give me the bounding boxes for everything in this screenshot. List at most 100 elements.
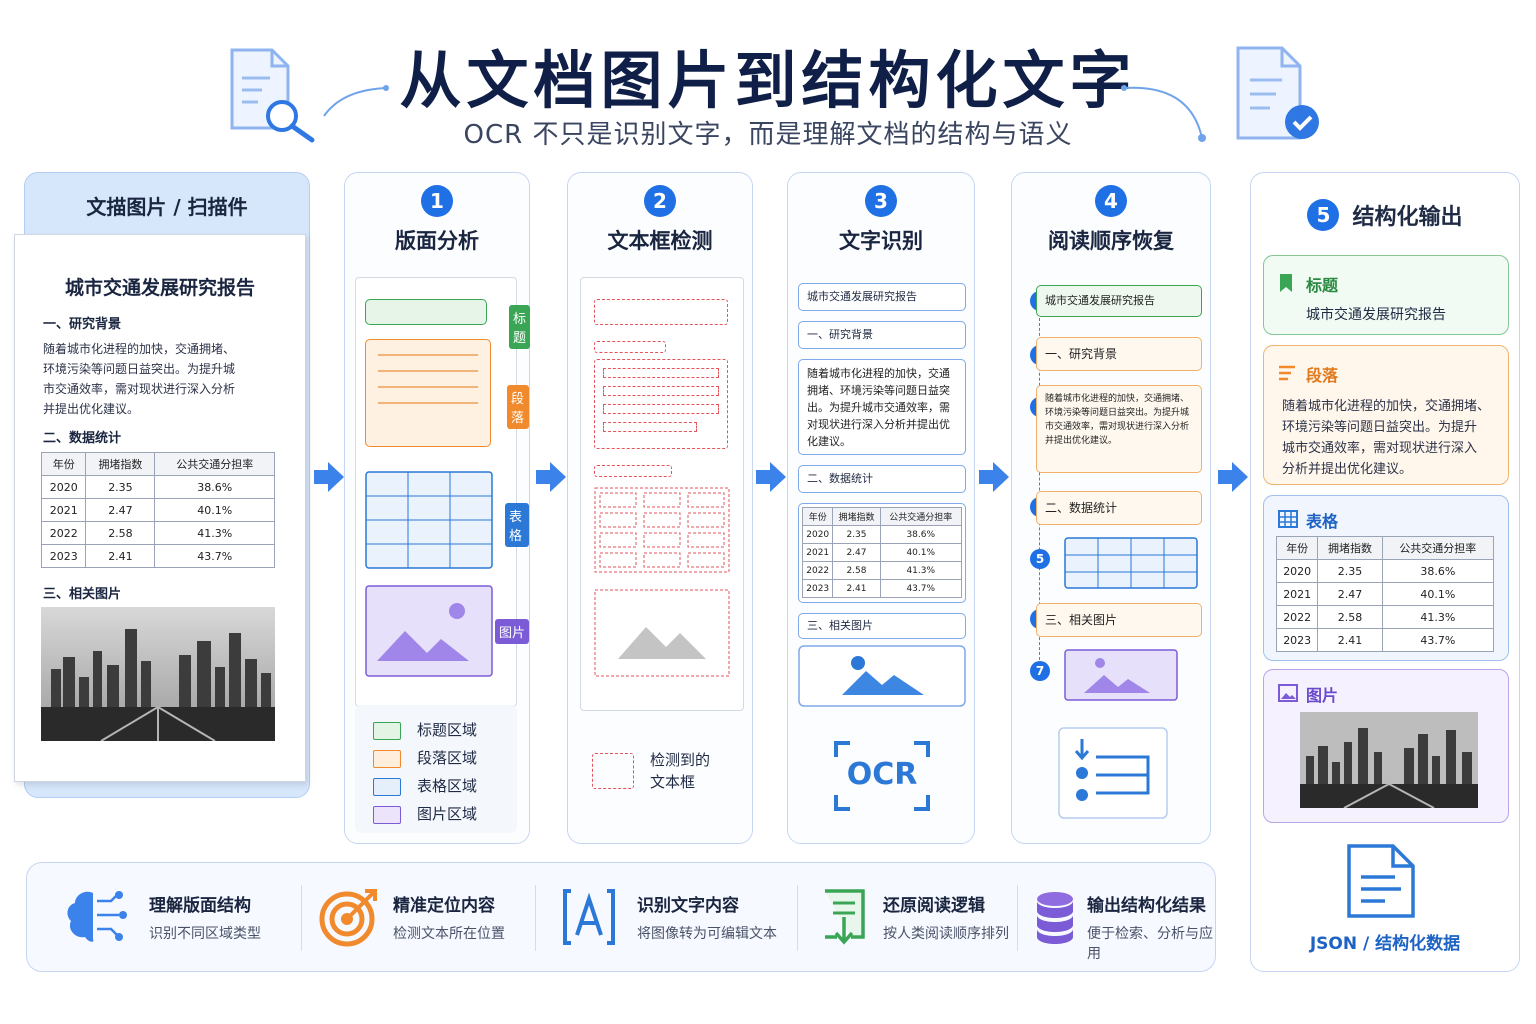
- order-item-heading-1: 一、研究背景: [1036, 337, 1202, 371]
- output-para-line: 环境污染等问题日益突出。为提升: [1282, 420, 1478, 435]
- legend-item: 表格区域: [373, 775, 477, 796]
- feature-item: 识别文字内容 将图像转为可编辑文本: [537, 863, 793, 973]
- page-subtitle: OCR 不只是识别文字，而是理解文档的结构与语义: [463, 120, 1073, 150]
- doc-title: 城市交通发展研究报告: [64, 277, 255, 299]
- json-label: JSON / 结构化数据: [1309, 934, 1461, 954]
- output-paragraph-label: 段落: [1306, 366, 1339, 385]
- doc-check-icon: [1236, 46, 1319, 140]
- table-cell: 2.41: [832, 579, 881, 598]
- order-item-table: [1064, 537, 1198, 589]
- connector-left: [323, 85, 389, 117]
- table-header: 拥堵指数: [832, 507, 881, 526]
- table-region: [365, 471, 493, 569]
- table-cell: 2022: [40, 521, 87, 545]
- legend-item: 标题区域: [373, 719, 477, 740]
- database-icon: [1037, 892, 1073, 944]
- feature-title: 识别文字内容: [637, 896, 739, 916]
- table-cell: 2023: [801, 579, 834, 598]
- table-cell: 2023: [1275, 628, 1319, 652]
- bookmark-icon: [1280, 274, 1292, 292]
- recog-title: 城市交通发展研究报告: [798, 283, 966, 311]
- table-cell: 43.7%: [154, 544, 275, 568]
- divider: [301, 885, 302, 951]
- order-item-heading-3: 三、相关图片: [1036, 603, 1202, 637]
- table-header: 公共交通分担率: [879, 507, 963, 526]
- feature-title: 精准定位内容: [393, 896, 495, 916]
- table-cell: 2.47: [832, 543, 881, 562]
- detect-page: [580, 277, 744, 711]
- table-cell: 2.58: [85, 521, 156, 545]
- output-city-photo: [1300, 712, 1478, 808]
- brain-icon: [67, 891, 127, 942]
- doc-paragraph: 随着城市化进程的加快，交通拥堵、 环境污染等问题日益突出。为提升城 市交通效率，…: [43, 339, 235, 419]
- table-header: 年份: [1275, 536, 1319, 560]
- step-title: 版面分析: [395, 229, 479, 253]
- flow-arrow: [1218, 462, 1248, 492]
- output-title-value: 城市交通发展研究报告: [1306, 307, 1446, 323]
- detected-image-box: [594, 589, 730, 677]
- ocr-label: OCR: [846, 757, 918, 792]
- source-label: 文描图片 / 扫描件: [86, 195, 248, 219]
- doc-heading-3: 三、相关图片: [43, 587, 122, 602]
- table-cell: 2.47: [1317, 582, 1383, 606]
- table-cell: 40.1%: [154, 498, 275, 522]
- table-cell: 41.3%: [879, 561, 963, 580]
- step-title: 文本框检测: [607, 229, 713, 253]
- legend-swatch: [373, 749, 401, 768]
- divider: [535, 885, 536, 951]
- legend-swatch: [373, 805, 401, 824]
- order-line: [1039, 303, 1040, 675]
- table-header: 年份: [801, 507, 834, 526]
- legend-label: 表格区域: [417, 777, 478, 795]
- output-table-label: 表格: [1306, 512, 1339, 531]
- feature-desc: 将图像转为可编辑文本: [637, 926, 777, 942]
- feature-item: 精准定位内容 检测文本所在位置: [303, 863, 535, 973]
- output-para-line: 城市交通效率，需对现状进行深入: [1282, 441, 1478, 456]
- table-cell: 40.1%: [1381, 582, 1495, 606]
- table-cell: 38.6%: [154, 475, 275, 499]
- table-header: 公共交通分担率: [1381, 536, 1495, 560]
- detect-legend: 检测到的文本框: [650, 749, 710, 793]
- download-doc-icon: [825, 889, 865, 945]
- doc-para-line: 环境污染等问题日益突出。为提升城: [43, 362, 236, 376]
- image-region: [365, 585, 493, 677]
- step-title: 结构化输出: [1352, 205, 1463, 230]
- step-number: 4: [1095, 185, 1127, 217]
- step-number: 3: [865, 185, 897, 217]
- feature-title: 理解版面结构: [149, 896, 251, 916]
- feature-desc: 便于检索、分析与应用: [1087, 926, 1213, 962]
- feature-desc: 识别不同区域类型: [149, 926, 261, 942]
- output-title-label: 标题: [1306, 276, 1339, 295]
- title-tag: 标题: [509, 305, 531, 349]
- json-doc-icon: [1347, 844, 1415, 918]
- table-cell: 2.35: [832, 525, 881, 544]
- output-image-label: 图片: [1306, 686, 1339, 705]
- doc-search-icon: [230, 48, 315, 143]
- doc-heading-2: 二、数据统计: [43, 431, 122, 446]
- table-cell: 2.58: [832, 561, 881, 580]
- recog-paragraph: 随着城市化进程的加快，交通拥堵、环境污染等问题日益突出。为提升城市交通效率，需对…: [798, 359, 966, 455]
- output-para-line: 随着城市化进程的加快，交通拥堵、: [1282, 399, 1491, 414]
- doc-para-line: 市交通效率，需对现状进行深入分析: [43, 382, 236, 396]
- table-cell: 2022: [801, 561, 834, 580]
- table-cell: 2021: [1275, 582, 1319, 606]
- order-item-heading-2: 二、数据统计: [1036, 491, 1202, 525]
- table-header: 公共交通分担率: [154, 452, 275, 476]
- feature-desc: 按人类阅读顺序排列: [883, 926, 1009, 942]
- source-document: 城市交通发展研究报告 一、研究背景 随着城市化进程的加快，交通拥堵、 环境污染等…: [14, 234, 306, 782]
- connector-right: [1121, 85, 1206, 142]
- title-region: [365, 299, 487, 325]
- recog-heading-1: 一、研究背景: [798, 321, 966, 349]
- table-cell: 2.58: [1317, 605, 1383, 629]
- image-tag: 图片: [495, 619, 529, 644]
- output-para-line: 分析并提出优化建议。: [1282, 462, 1413, 477]
- table-header: 年份: [40, 452, 87, 476]
- target-icon: [319, 889, 377, 947]
- flow-arrow: [314, 462, 344, 492]
- table-cell: 2.41: [85, 544, 156, 568]
- paragraph-tag: 段落: [507, 385, 529, 429]
- table-cell: 40.1%: [879, 543, 963, 562]
